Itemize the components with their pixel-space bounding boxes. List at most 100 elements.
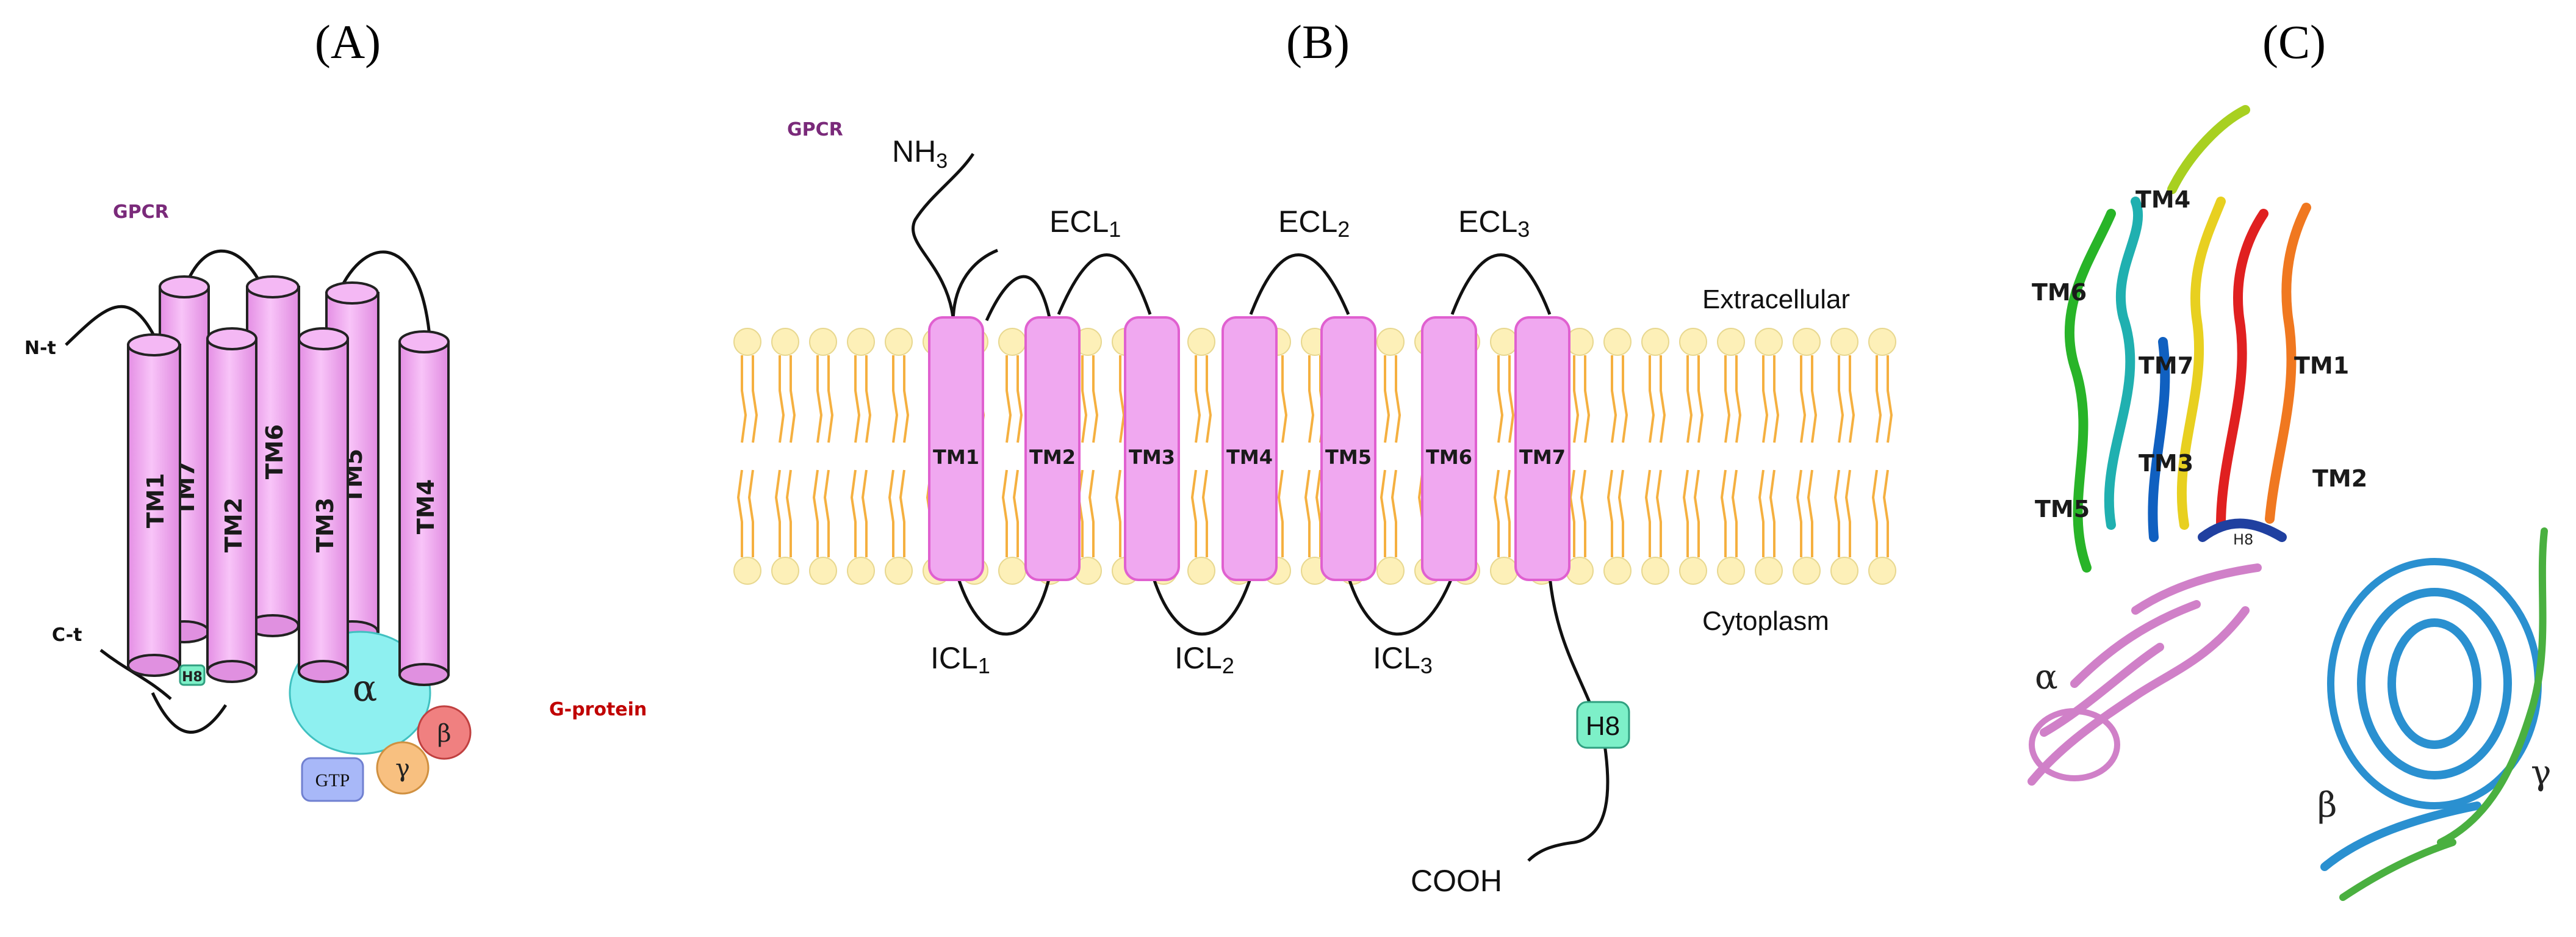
cylinder-tm3: TM3 [298,327,349,683]
c-tm5-label: TM5 [2035,496,2090,523]
c-term-label: C-t [52,624,82,646]
lipid-tail [1796,469,1802,557]
lipid-head [1376,328,1405,356]
lipid-tail [1493,469,1500,557]
panel-a: (A) GPCR N-t C-t TM7 [24,15,647,802]
lipid-head [1641,328,1669,356]
panel-b-h8-box [1576,701,1630,749]
lipid-tail [1876,355,1882,443]
lipid-tail [1497,355,1504,443]
lipid-tail [1016,355,1023,443]
lipid-tail [903,355,910,443]
panel-c-label: (C) [2262,15,2326,68]
lipid-tail [1724,355,1731,443]
c-beta-label: β [2317,786,2337,825]
lipid-tail [1190,469,1197,557]
helix-tm7-label: TM7 [1519,446,1566,469]
helix-tm3-label: TM3 [1129,446,1175,469]
gtp-box [301,757,364,802]
c-h8-label: H8 [2233,531,2253,548]
cylinder-tm2-label: TM2 [220,497,247,552]
cylinder-tm2: TM2 [206,327,257,683]
lipid-tail [1391,469,1397,557]
lipid-tail [827,355,834,443]
receptor-ribbon-structure [2064,105,2311,573]
lipid-head [1679,328,1707,356]
lipid-tail [812,469,819,557]
ecl3-label: ECL3 [1458,204,1530,242]
lipid-tail [1758,469,1765,557]
lipid-head [771,557,799,585]
cylinder-tm1: TM1 [127,333,181,677]
lipid-tail [816,355,823,443]
lipid-tail [1281,355,1288,443]
ecl1-label: ECL1 [1049,204,1121,242]
g-beta-ribbon [2320,558,2542,871]
c-tm6-label: TM6 [2032,279,2087,306]
lipid-tail [1206,355,1212,443]
lipid-tail [1762,355,1769,443]
helix-tm3 [1124,316,1180,581]
g-beta-label: β [437,720,451,748]
lipid-tail [1773,355,1780,443]
lipid-tail [1849,355,1855,443]
helix-tm1-label: TM1 [933,446,979,469]
panel-a-h8-label: H8 [182,670,203,685]
lipid-head [809,557,837,585]
lipid-tail [774,469,781,557]
lipid-head [885,557,913,585]
lipid-tail [1304,469,1311,557]
lipid-tail [1697,355,1704,443]
lipid-head [1490,557,1518,585]
lipid-tail [1081,355,1088,443]
panel-b-label: (B) [1286,15,1350,68]
helix-tm1 [928,316,984,581]
lipid-head [885,328,913,356]
panel-a-label: (A) [315,15,381,68]
nh3-label: NH3 [892,134,948,173]
lipid-tail [1115,469,1121,557]
icl3-label: ICL3 [1373,641,1433,678]
c-tm2-label: TM2 [2312,465,2367,492]
lipid-tail [741,355,747,443]
lipid-head [1793,557,1821,585]
lipid-tail [1201,469,1208,557]
lipid-tail [1092,355,1099,443]
lipid-head [1679,557,1707,585]
lipid-head [1717,328,1745,356]
lipid-tail [1649,355,1655,443]
g-alpha-label: α [353,667,378,710]
lipid-head [1603,557,1632,585]
lipid-tail [1584,355,1591,443]
lipid-head [1641,557,1669,585]
lipid-tail [1731,469,1738,557]
lipid-tail [1569,469,1575,557]
g-gamma-ribbon [2339,527,2548,901]
cylinder-tm1-label: TM1 [142,473,169,528]
icl2-label: ICL2 [1175,641,1234,678]
lipid-tail [892,355,899,443]
cylinder-tm4: TM4 [398,330,450,686]
panel-c: (C) [2027,15,2551,901]
lipid-head [1603,328,1632,356]
cylinder-tm4-label: TM4 [412,479,439,534]
lipid-tail [1606,469,1613,557]
lipid-tail [1871,469,1878,557]
lipid-tail [1119,355,1126,443]
lipid-tail [1384,355,1391,443]
cooh-label: COOH [1411,864,1502,898]
lipid-tail [899,469,905,557]
g-alpha-ribbon [2027,563,2262,786]
lipid-tail [1682,469,1689,557]
lipid-head [809,328,837,356]
lipid-tail [1580,469,1586,557]
lipid-head [1868,328,1896,356]
lipid-tail [1735,355,1742,443]
lipid-tail [1277,469,1284,557]
lipid-head [733,328,761,356]
lipid-head [1868,557,1896,585]
c-tm4-label: TM4 [2135,186,2190,213]
lipid-tail [1611,355,1617,443]
